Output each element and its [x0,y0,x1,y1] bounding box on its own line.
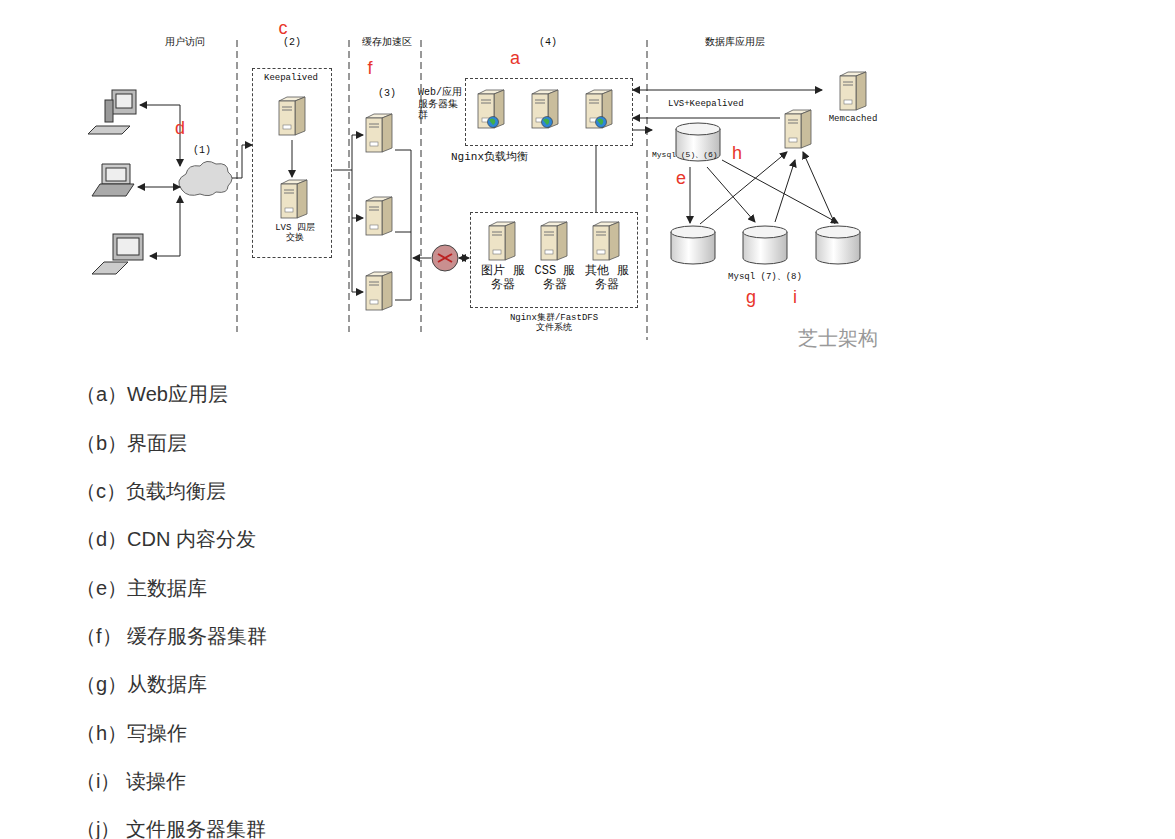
callout-letter: h [732,143,742,164]
connector-line [596,146,597,212]
group-box: Nginx集群/FastDFS 文件系统图片 服务器CSS 服务器其他 服务器 [470,212,638,308]
lvs-server [281,180,307,218]
option-item: （a）Web应用层 [76,381,228,408]
cache-server [366,197,392,235]
callout-letter: g [746,287,756,308]
computers [88,90,143,274]
callout-letter: e [676,168,686,189]
connector-line [775,160,795,222]
callout-letter: d [175,118,185,139]
file-server [489,222,515,260]
node-text: LVS+Keepalived [668,99,744,109]
replication-links [690,152,838,224]
option-item: （b）界面层 [76,430,187,457]
watermark: 芝士架构 [798,325,878,352]
connector-line [232,145,252,178]
option-item: （i） 读操作 [76,768,186,795]
connector-line [633,90,822,91]
node-text: (1) [172,145,232,157]
component-node: Memcached [822,68,884,126]
slave-db [743,226,787,264]
file-server [541,222,567,260]
group-box: KeepalivedLVS 四层交换 [252,68,332,258]
option-item: （d）CDN 内容分发 [76,526,256,553]
option-item: （c）负载均衡层 [76,478,226,505]
web-server [532,90,558,128]
slave-db [671,226,715,264]
connector-line [707,167,755,222]
component-node: 图片 服务器 [481,221,525,305]
user-links [138,105,180,256]
option-item: （h）写操作 [76,720,187,747]
column-header: (3) [378,88,396,99]
node-text: Memcached [822,114,884,124]
option-item: （e）主数据库 [76,575,207,602]
node-text: 其他 服务器 [585,265,629,293]
cloud [179,161,232,195]
component-node: LVS 四层交换 [273,179,317,251]
component-node: 其他 服务器 [585,221,629,305]
option-item: （j） 文件服务器集群 [76,816,266,839]
cache-server [366,114,392,152]
component-node: (1) [172,145,232,200]
cache-server [366,272,392,310]
connector-line [633,130,652,131]
component-node: Mysql (7)、(8) [720,222,810,284]
cache-links [333,135,469,300]
column-dividers [237,40,647,340]
node-text: 图片 服务器 [481,265,525,293]
keepalived-server [279,97,305,135]
option-item: （f） 缓存服务器集群 [76,623,267,650]
web-server [586,90,612,128]
component-node: CSS 服务器 [533,221,577,305]
column-header: 用户访问 [165,35,205,49]
group-box: Web/应用服务器集群Nginx负载均衡 [465,78,633,146]
column-header: (4) [539,37,557,48]
connector-line [633,118,780,119]
router [432,245,458,271]
column-header: (2) [283,37,301,48]
node-text: Mysql (7)、(8) [720,272,810,282]
component-node: Mysql (5)、(6) [652,122,742,167]
file-server [593,222,619,260]
node-text: Keepalived [252,73,330,83]
slave-db [816,226,860,264]
node-text: Mysql (5)、(6) [652,150,718,159]
web-server [478,90,504,128]
column-header: 缓存加速区 [362,35,412,49]
keepalived-arrow [292,140,293,177]
callout-letter: f [367,58,372,79]
callout-letter: i [793,287,797,308]
node-text: CSS 服务器 [533,265,577,293]
column-header: 数据库应用层 [705,35,765,49]
node-text: LVS 四层交换 [273,223,317,244]
component-node: LVS+Keepalived [780,105,815,160]
memcached-server [840,72,866,110]
node-text: Nginx集群/FastDFS 文件系统 [504,313,604,334]
node-text: Web/应用服务器集群 [418,87,462,122]
callout-letter: c [279,18,288,39]
node-text: Nginx负载均衡 [451,151,528,164]
callout-letter: a [510,48,520,69]
option-item: （g）从数据库 [76,671,207,698]
lvs-keepalived-server [785,110,811,148]
